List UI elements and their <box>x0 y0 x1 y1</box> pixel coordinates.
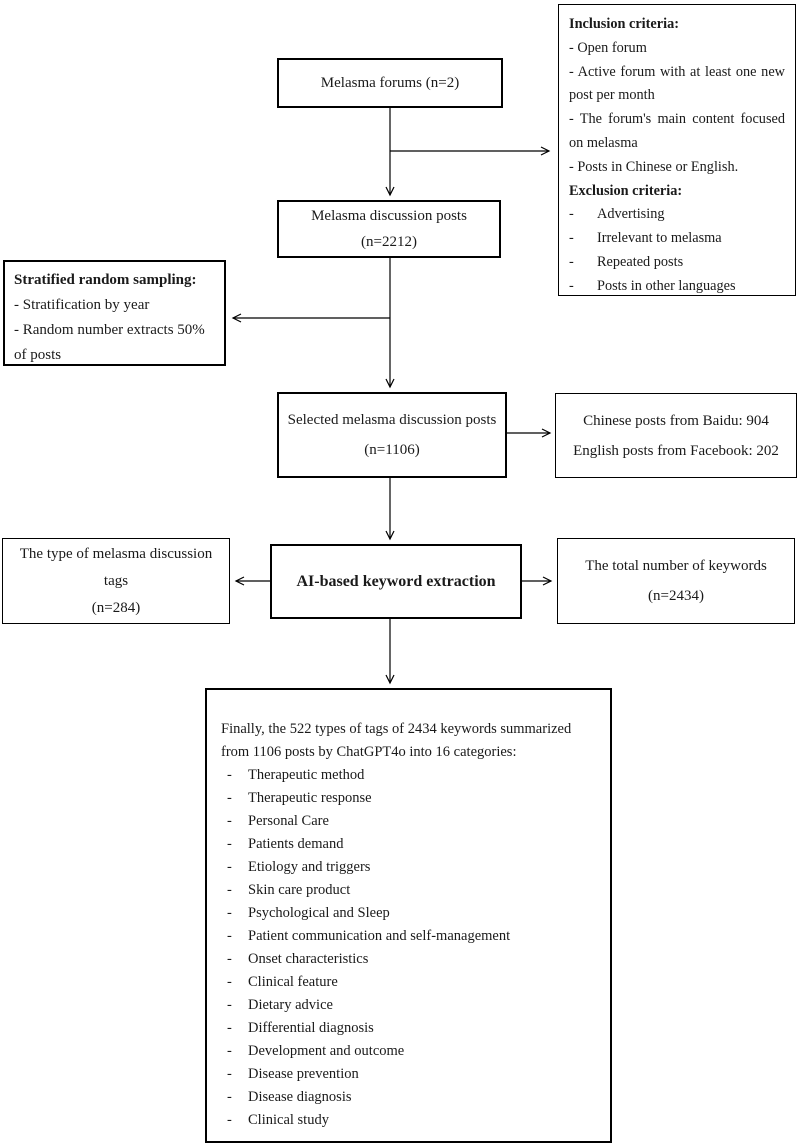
box-source-counts: Chinese posts from Baidu: 904 English po… <box>555 393 797 478</box>
summary-category-label: Patients demand <box>248 836 344 852</box>
dash-bullet: - <box>227 813 232 829</box>
summary-intro-line1: Finally, the 522 types of tags of 2434 k… <box>221 721 572 737</box>
summary-category-item: - Disease diagnosis <box>221 1086 598 1109</box>
dash-bullet: - <box>227 905 232 921</box>
exclusion-criteria-title: Exclusion criteria: <box>569 182 683 199</box>
summary-category-item: - Etiology and triggers <box>221 856 598 879</box>
discussion-posts-label: Melasma discussion posts <box>311 208 467 224</box>
summary-category-item: - Disease prevention <box>221 1063 598 1086</box>
summary-category-label: Development and outcome <box>248 1043 405 1059</box>
summary-category-label: Skin care product <box>248 882 351 898</box>
summary-category-label: Patient communication and self-managemen… <box>248 928 511 944</box>
dash-bullet: - <box>569 206 574 223</box>
exclusion-criteria-item-label: Repeated posts <box>597 253 684 270</box>
summary-category-item: - Skin care product <box>221 879 598 902</box>
dash-bullet: - <box>227 974 232 990</box>
box-tag-types: The type of melasma discussion tags (n=2… <box>2 538 230 624</box>
summary-category-label: Clinical study <box>248 1112 329 1128</box>
inclusion-criteria-item: - Open forum <box>569 39 647 56</box>
box-discussion-posts: Melasma discussion posts (n=2212) <box>277 200 501 258</box>
inclusion-criteria-title: Inclusion criteria: <box>569 16 679 32</box>
summary-category-label: Dietary advice <box>248 997 333 1013</box>
summary-category-label: Psychological and Sleep <box>248 905 390 921</box>
summary-category-item: - Clinical study <box>221 1109 598 1132</box>
summary-category-item: - Patients demand <box>221 833 598 856</box>
summary-category-label: Therapeutic response <box>248 790 372 806</box>
box-melasma-forums: Melasma forums (n=2) <box>277 58 503 108</box>
dash-bullet: - <box>569 253 574 270</box>
stratified-sampling-item: - Random number extracts 50% of posts <box>14 322 205 363</box>
dash-bullet: - <box>227 997 232 1013</box>
dash-bullet: - <box>569 230 574 247</box>
exclusion-criteria-item: - Repeated posts <box>569 251 785 275</box>
summary-category-item: - Onset characteristics <box>221 948 598 971</box>
dash-bullet: - <box>227 790 232 806</box>
dash-bullet: - <box>227 928 232 944</box>
summary-category-label: Personal Care <box>248 813 329 829</box>
summary-category-label: Etiology and triggers <box>248 859 371 875</box>
summary-category-label: Differential diagnosis <box>248 1020 374 1036</box>
source-counts-chinese: Chinese posts from Baidu: 904 <box>583 412 769 429</box>
summary-category-item: - Patient communication and self-managem… <box>221 925 598 948</box>
summary-category-item: - Therapeutic method <box>221 764 598 787</box>
exclusion-criteria-item-label: Posts in other languages <box>597 277 736 294</box>
dash-bullet: - <box>227 1112 232 1128</box>
stratified-sampling-item: - Stratification by year <box>14 297 150 313</box>
summary-category-item: - Personal Care <box>221 810 598 833</box>
summary-category-item: - Dietary advice <box>221 994 598 1017</box>
dash-bullet: - <box>227 836 232 852</box>
box-ai-extraction: AI-based keyword extraction <box>270 544 522 619</box>
tag-types-count: (n=284) <box>91 599 141 616</box>
total-keywords-label: The total number of keywords <box>585 558 767 574</box>
stratified-sampling-title: Stratified random sampling: <box>14 272 197 288</box>
summary-category-item: - Differential diagnosis <box>221 1017 598 1040</box>
source-counts-english: English posts from Facebook: 202 <box>573 442 779 459</box>
inclusion-criteria-list: - Open forum - Active forum with at leas… <box>569 37 785 180</box>
ai-extraction-label: AI-based keyword extraction <box>296 572 496 590</box>
summary-category-label: Disease prevention <box>248 1066 359 1082</box>
summary-category-item: - Therapeutic response <box>221 787 598 810</box>
tag-types-label-line2: tags <box>103 572 129 589</box>
box-criteria: Inclusion criteria: - Open forum - Activ… <box>558 4 796 296</box>
summary-category-item: - Development and outcome <box>221 1040 598 1063</box>
inclusion-criteria-item: - Posts in Chinese or English. <box>569 158 739 175</box>
exclusion-criteria-item-label: Irrelevant to melasma <box>597 230 722 247</box>
inclusion-criteria-item: - Active forum with at least one new pos… <box>569 63 785 104</box>
inclusion-criteria-item: - The forum's main content focused on me… <box>569 111 785 151</box>
dash-bullet: - <box>227 882 232 898</box>
total-keywords-count: (n=2434) <box>648 588 704 604</box>
summary-category-label: Disease diagnosis <box>248 1089 352 1105</box>
box-summary: Finally, the 522 types of tags of 2434 k… <box>205 688 612 1143</box>
summary-category-item: - Psychological and Sleep <box>221 902 598 925</box>
box-total-keywords: The total number of keywords (n=2434) <box>557 538 795 624</box>
dash-bullet: - <box>227 859 232 875</box>
dash-bullet: - <box>227 1089 232 1105</box>
melasma-forums-label: Melasma forums (n=2) <box>320 74 460 91</box>
tag-types-label-line1: The type of melasma discussion <box>19 545 213 562</box>
summary-category-label: Onset characteristics <box>248 951 369 967</box>
summary-intro-line2: from 1106 posts by ChatGPT4o into 16 cat… <box>221 744 517 760</box>
stratified-sampling-list: - Stratification by year - Random number… <box>14 293 215 364</box>
selected-posts-label: Selected melasma discussion posts <box>287 412 497 428</box>
exclusion-criteria-item: - Posts in other languages <box>569 275 785 295</box>
summary-category-label: Therapeutic method <box>248 767 365 783</box>
summary-category-list: - Therapeutic method - Therapeutic respo… <box>221 764 598 1132</box>
dash-bullet: - <box>227 1066 232 1082</box>
discussion-posts-count: (n=2212) <box>361 234 417 250</box>
dash-bullet: - <box>227 1043 232 1059</box>
exclusion-criteria-item: - Irrelevant to melasma <box>569 227 785 251</box>
summary-category-item: - Clinical feature <box>221 971 598 994</box>
selected-posts-count: (n=1106) <box>364 442 420 458</box>
dash-bullet: - <box>227 1020 232 1036</box>
exclusion-criteria-item: - Advertising <box>569 203 785 227</box>
summary-category-label: Clinical feature <box>248 974 338 990</box>
box-stratified-sampling: Stratified random sampling: - Stratifica… <box>3 260 226 366</box>
box-selected-posts: Selected melasma discussion posts (n=110… <box>277 392 507 478</box>
exclusion-criteria-item-label: Advertising <box>597 206 665 223</box>
dash-bullet: - <box>227 767 232 783</box>
dash-bullet: - <box>227 951 232 967</box>
exclusion-criteria-list: - Advertising - Irrelevant to melasma - … <box>569 203 785 295</box>
dash-bullet: - <box>569 277 574 294</box>
